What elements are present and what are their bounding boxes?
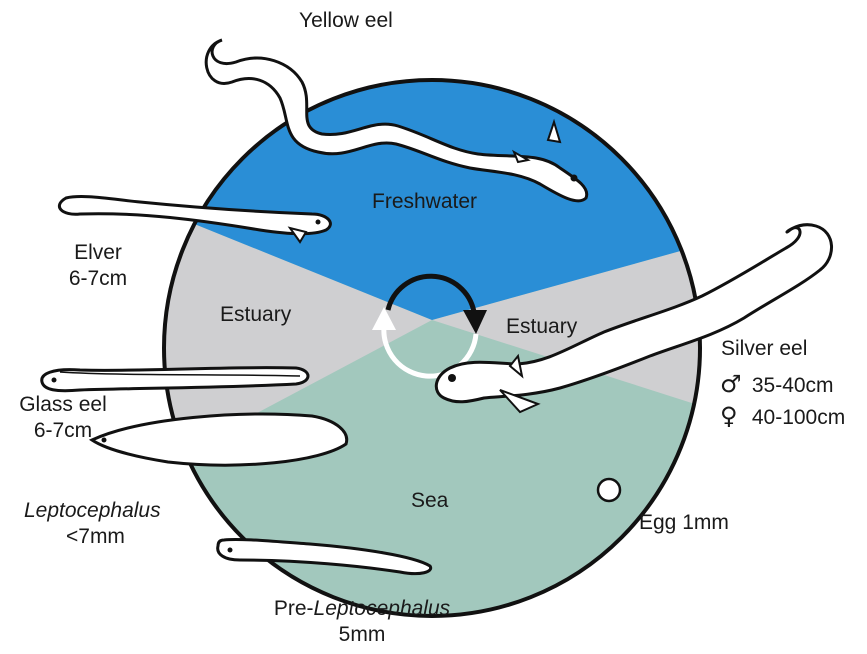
female-symbol-icon: ♀: [720, 403, 746, 429]
pre-prefix: Pre-: [274, 597, 314, 620]
estuary-left-label: Estuary: [220, 302, 291, 328]
glass-eel-label: Glass eel 6-7cm: [4, 392, 122, 444]
sea-label: Sea: [411, 488, 448, 514]
egg-label: Egg 1mm: [639, 510, 729, 536]
leptocephalus-size: <7mm: [24, 524, 161, 550]
egg-icon: [598, 479, 620, 501]
estuary-right-label: Estuary: [506, 314, 577, 340]
pre-leptocephalus-name: Pre-Leptocephalus: [232, 596, 492, 622]
silver-eel-label: Silver eel: [721, 336, 807, 362]
pre-leptocephalus-label: Pre-Leptocephalus 5mm: [232, 596, 492, 648]
male-size-row: ♂ 35-40cm: [720, 371, 834, 399]
glass-eel-name: Glass eel: [4, 392, 122, 418]
leptocephalus-icon: [92, 414, 347, 465]
male-symbol-icon: ♂: [720, 371, 746, 397]
leptocephalus-name: Leptocephalus: [24, 498, 161, 524]
pre-leptocephalus-italic: Leptocephalus: [314, 597, 451, 620]
female-size: 40-100cm: [752, 406, 845, 429]
pre-leptocephalus-size: 5mm: [232, 622, 492, 648]
glass-eel-size: 6-7cm: [4, 418, 122, 444]
yellow-eel-label: Yellow eel: [299, 8, 393, 34]
elver-label: Elver 6-7cm: [50, 240, 146, 292]
elver-name: Elver: [50, 240, 146, 266]
elver-size: 6-7cm: [50, 266, 146, 292]
male-size: 35-40cm: [752, 374, 834, 397]
female-size-row: ♀ 40-100cm: [720, 403, 845, 431]
freshwater-label: Freshwater: [372, 189, 477, 215]
leptocephalus-label: Leptocephalus <7mm: [24, 498, 161, 550]
